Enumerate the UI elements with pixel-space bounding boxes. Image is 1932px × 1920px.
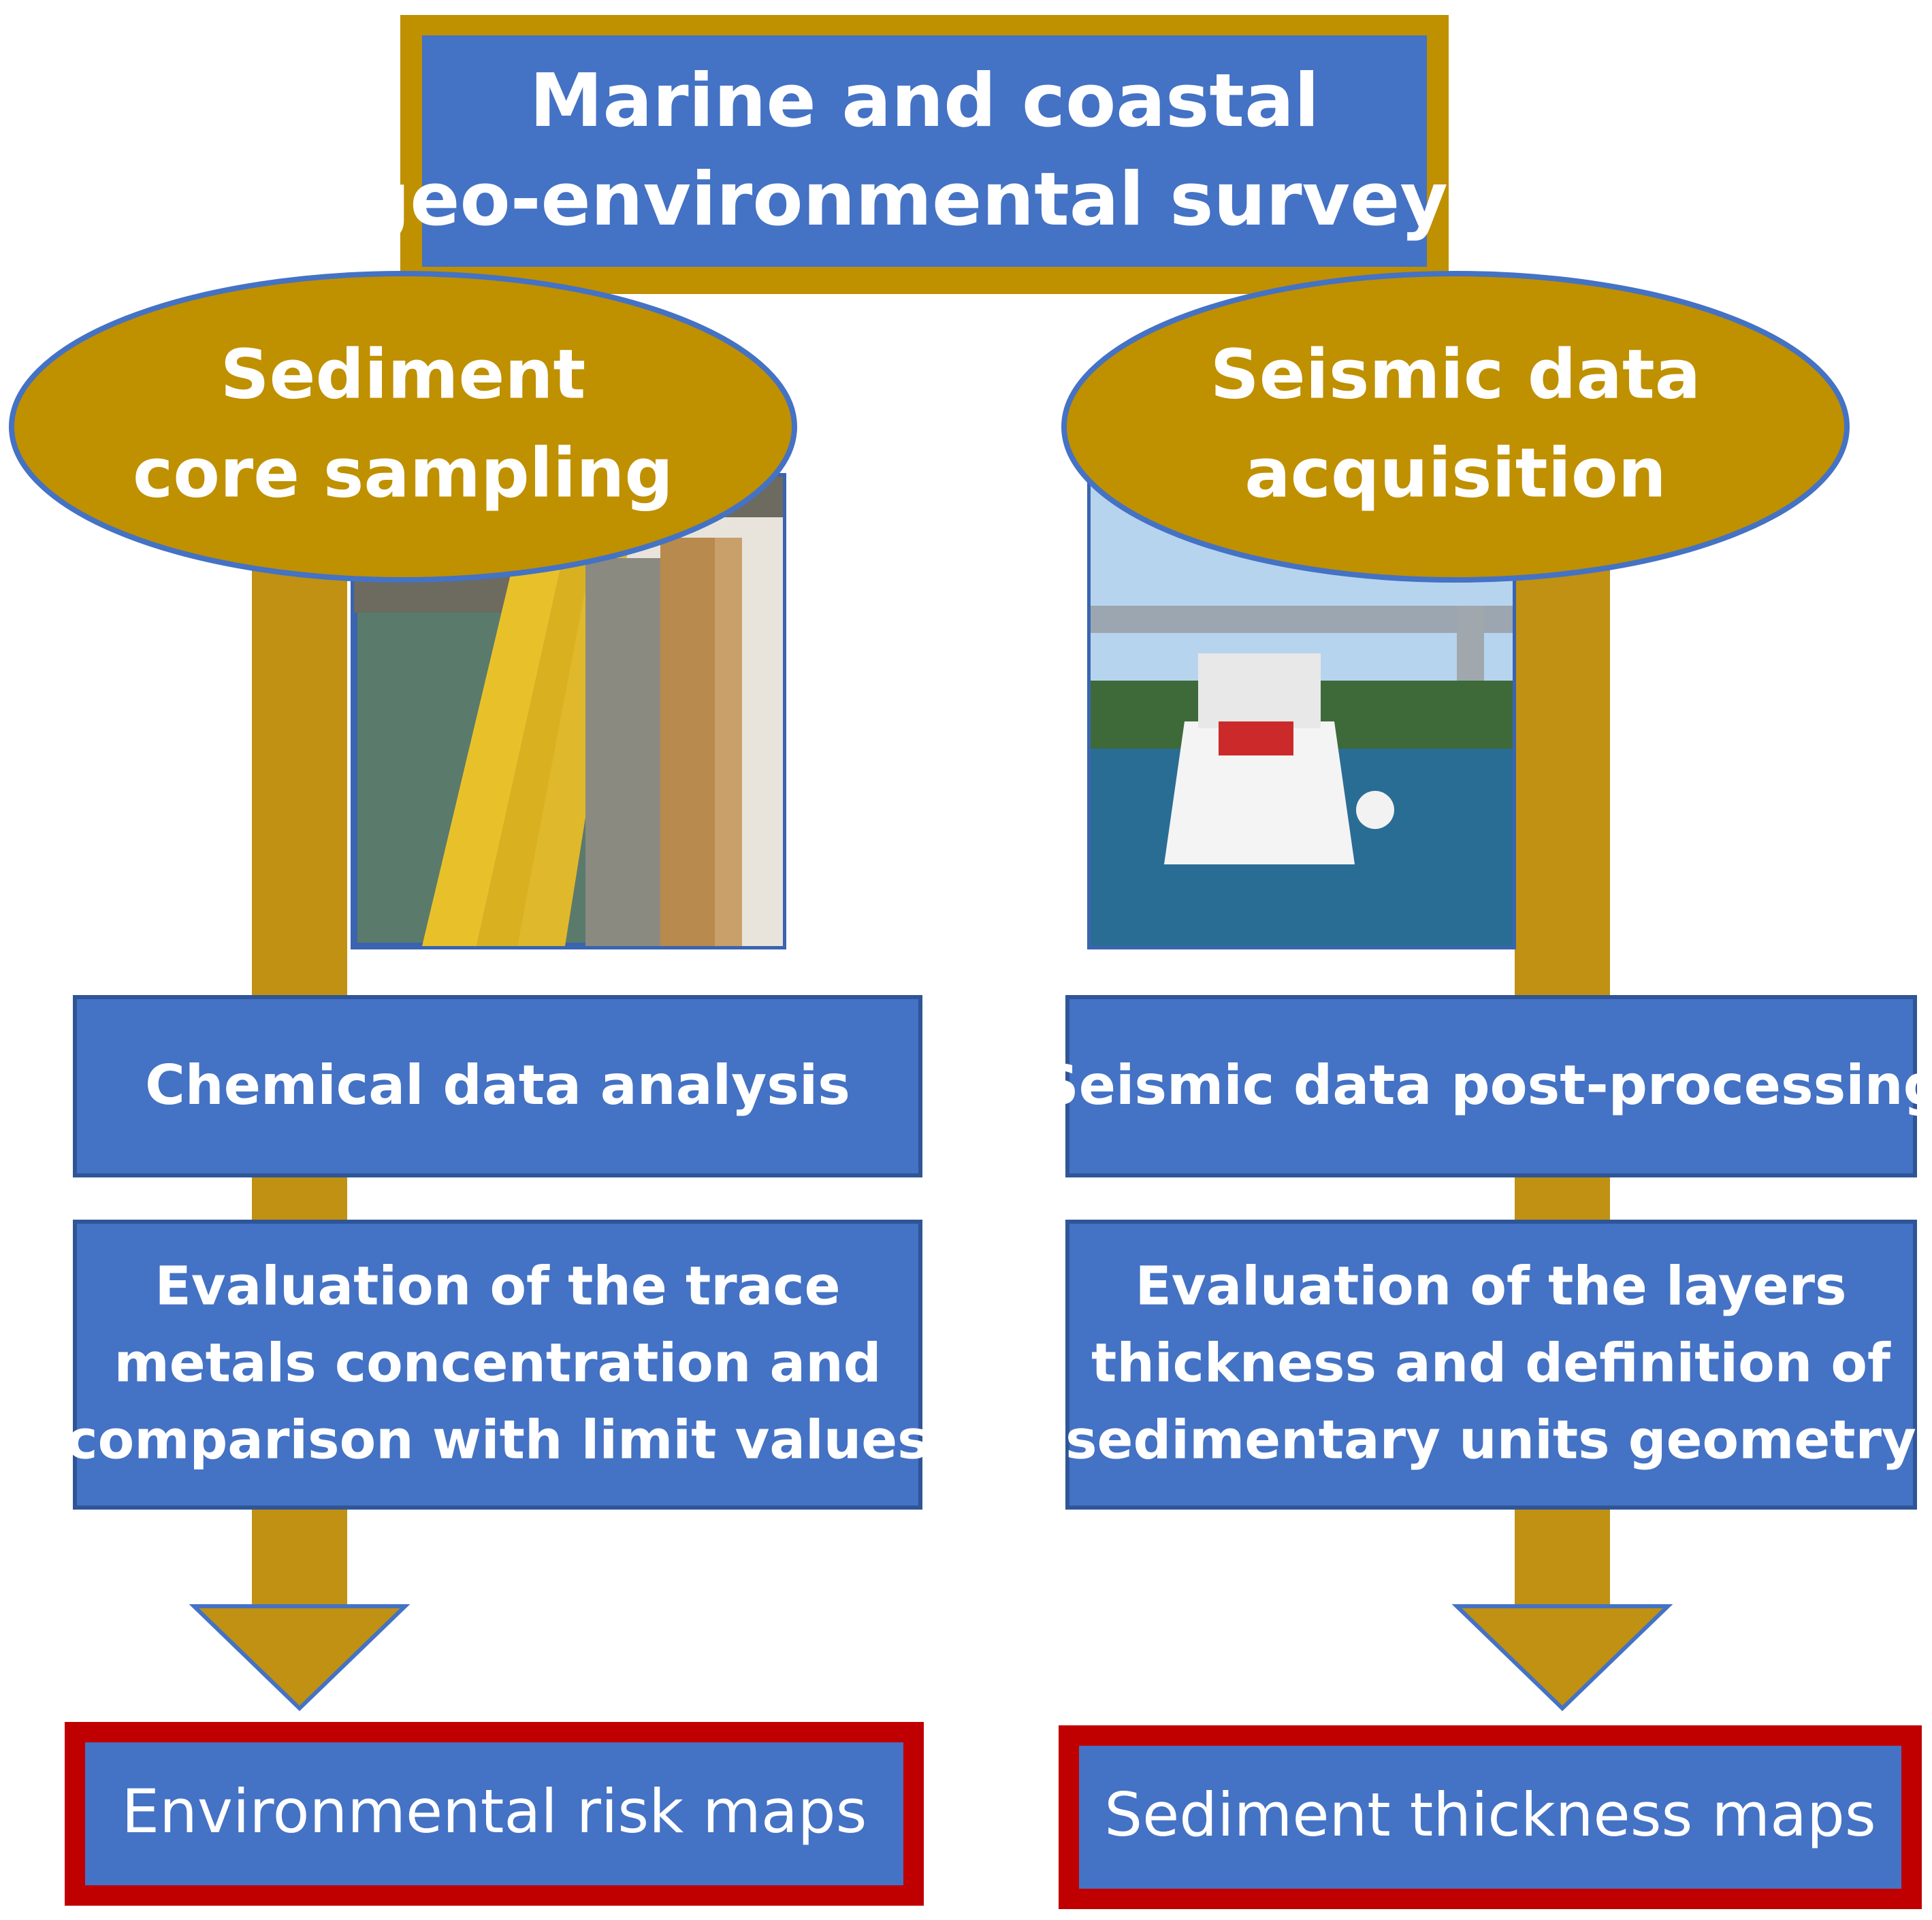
trace-metals-line-1: Evaluation of the trace	[155, 1256, 840, 1317]
layers-thickness-line-1: Evaluation of the layers	[1135, 1256, 1846, 1317]
sediment-thickness-maps-label: Sediment thickness maps	[1104, 1780, 1875, 1850]
survey-title-box: Marine and coastal geo-environmental sur…	[357, 15, 1492, 294]
sediment-ellipse-line-1: Sediment	[221, 334, 586, 414]
survey-title-line-2: geo-environmental surveys	[357, 157, 1492, 242]
trace-metals-line-2: metals concentration and	[114, 1333, 881, 1394]
seismic-ellipse-line-1: Seismic data	[1210, 334, 1701, 414]
right-arrow-head	[1451, 1604, 1673, 1712]
layers-thickness-line-2: thickness and definition of	[1091, 1333, 1891, 1394]
survey-title-line-1: Marine and coastal	[530, 59, 1319, 144]
sediment-thickness-maps-box: Sediment thickness maps	[1059, 1725, 1922, 1909]
trace-metals-line-3: comparison with limit values	[66, 1410, 929, 1471]
environmental-risk-maps-box: Environmental risk maps	[65, 1722, 924, 1906]
seismic-ellipse-line-2: acquisition	[1244, 433, 1667, 512]
environmental-risk-maps-label: Environmental risk maps	[121, 1776, 867, 1846]
chemical-analysis-label: Chemical data analysis	[145, 1054, 850, 1117]
seismic-post-processing-box: Seismic data post-processing	[1040, 995, 1932, 1177]
sediment-sampling-ellipse: Sediment core sampling	[9, 271, 797, 583]
trace-metals-evaluation-box: Evaluation of the trace metals concentra…	[66, 1220, 929, 1510]
seismic-acquisition-ellipse: Seismic data acquisition	[1061, 271, 1850, 583]
left-arrow-head	[189, 1604, 410, 1712]
seismic-post-processing-label: Seismic data post-processing	[1040, 1054, 1932, 1117]
layers-thickness-evaluation-box: Evaluation of the layers thickness and d…	[1065, 1220, 1917, 1510]
chemical-analysis-box: Chemical data analysis	[73, 995, 922, 1177]
layers-thickness-line-3: sedimentary units geometry	[1065, 1410, 1916, 1471]
sediment-ellipse-line-2: core sampling	[133, 433, 673, 512]
